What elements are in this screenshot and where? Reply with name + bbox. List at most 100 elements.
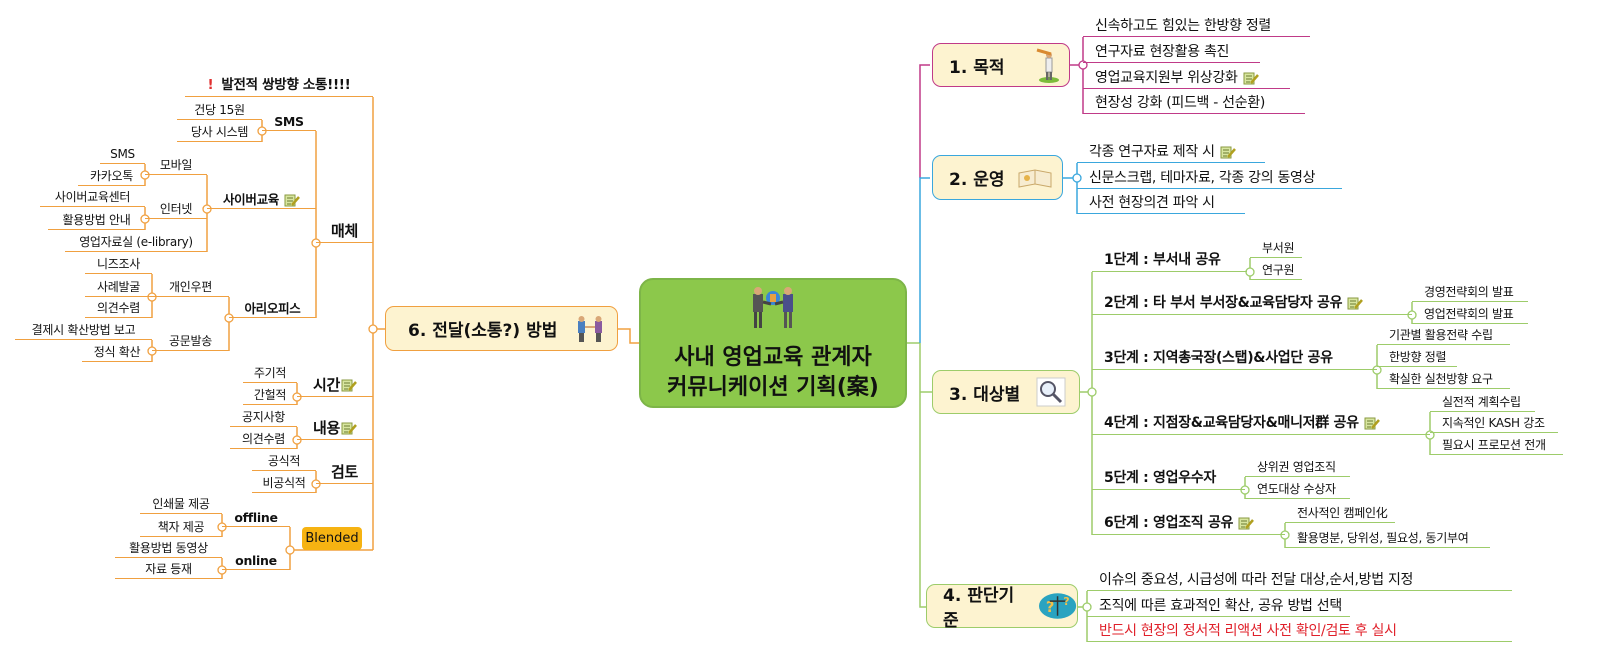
criteria-item[interactable]: 이슈의 중요성, 시급성에 따라 전달 대상,순서,방법 지정 [1087,570,1512,591]
online-item[interactable]: 활용방법 동영상 [115,540,222,558]
stage-6-label: 6단계 : 영업조직 공유 [1104,515,1234,531]
magnifier-icon [1036,377,1066,407]
note-label: 발전적 쌍방향 소통!!!! [221,77,351,93]
media-branch[interactable]: 매체 [316,221,373,243]
mail-item[interactable]: 니즈조사 [85,256,152,274]
central-topic[interactable]: 사내 영업교육 관계자 커뮤니케이션 기획(案) [639,278,907,408]
stage-item[interactable]: 부서원 [1250,240,1302,258]
svg-text:?: ? [1046,599,1055,616]
topic-operation[interactable]: 2. 운영 [932,155,1063,200]
cyber-education-branch[interactable]: 사이버교육 [207,191,316,209]
exclamation-icon: ! [207,77,214,93]
note-icon [1220,146,1236,158]
central-title-line1: 사내 영업교육 관계자 [674,345,872,370]
criteria-item-warning[interactable]: 반드시 현장의 정서적 리액션 사전 확인/검토 후 실시 [1087,621,1512,642]
stage-1[interactable]: 1단계 : 부서내 공유 [1092,250,1247,272]
purpose-item[interactable]: 현장성 강화 (피드백 - 선순환) [1083,93,1305,114]
topic-delivery-method-label: 6. 전달(소통?) 방법 [408,321,558,341]
stage-4-label: 4단계 : 지점장&교육담당자&매니저群 공유 [1104,415,1359,431]
topic-delivery-method[interactable]: 6. 전달(소통?) 방법 [385,306,618,351]
review-branch[interactable]: 검토 [316,462,373,484]
operation-item[interactable]: 사전 현장의견 파악 시 [1077,193,1245,214]
offline-branch[interactable]: offline [222,509,290,527]
topic-operation-label: 2. 운영 [949,170,1005,190]
mail-item[interactable]: 사례발굴 [85,279,152,297]
offline-item[interactable]: 책자 제공 [140,519,222,537]
purpose-item[interactable]: 연구자료 현장활용 촉진 [1083,42,1260,63]
review-item[interactable]: 비공식적 [252,475,316,493]
mobile-item[interactable]: 카카오톡 [78,168,145,186]
stage-5[interactable]: 5단계 : 영업우수자 [1092,468,1245,490]
mobile-item[interactable]: SMS [100,146,145,164]
note-icon [1364,417,1380,429]
stage-item[interactable]: 상위권 영업조직 [1245,459,1350,477]
stage-item[interactable]: 활용명분, 당위성, 필요성, 동기부여 [1285,530,1490,548]
telescope-person-icon [1036,48,1059,83]
time-item[interactable]: 간헐적 [243,387,297,405]
cyber-education-label: 사이버교육 [222,192,279,207]
stage-item[interactable]: 연도대상 수상자 [1245,481,1350,499]
mail-item[interactable]: 의견수렴 [85,300,152,318]
topic-target[interactable]: 3. 대상별 [932,370,1080,414]
stage-item[interactable]: 지속적인 KASH 강조 [1430,415,1558,433]
stage-item[interactable]: 연구원 [1250,262,1302,280]
stage-item[interactable]: 확실한 실천방향 요구 [1377,371,1510,389]
online-item[interactable]: 자료 등재 [115,561,222,579]
stage-item[interactable]: 영업전략회의 발표 [1412,306,1528,324]
internet-item[interactable]: 사이버교육센터 [40,189,145,207]
doc-item[interactable]: 결제시 확산방법 보고 [15,322,152,340]
internet-branch[interactable]: 인터넷 [145,201,207,219]
review-item[interactable]: 공식적 [252,453,316,471]
official-doc-branch[interactable]: 공문발송 [152,333,229,351]
content-branch[interactable]: 내용 [297,418,373,440]
stage-4[interactable]: 4단계 : 지점장&교육담당자&매니저群 공유 [1092,413,1430,435]
blended-branch[interactable]: Blended [302,527,362,550]
stage-item[interactable]: 기관별 활용전략 수립 [1377,327,1510,345]
sms-item[interactable]: 당사 시스템 [177,124,262,142]
note-icon [284,194,300,207]
handshake-icon [578,315,603,342]
operation-item[interactable]: 신문스크랩, 테마자료, 각종 강의 동영상 [1077,168,1342,189]
topic-purpose[interactable]: 1. 목적 [932,43,1070,87]
doc-item[interactable]: 정식 확산 [82,344,152,362]
content-item[interactable]: 의견수렴 [230,431,297,449]
note-icon [1238,517,1255,529]
book-icon [1018,168,1051,188]
topic-criteria[interactable]: 4. 판단기준 ?? [926,584,1078,631]
time-branch[interactable]: 시간 [297,375,373,397]
criteria-item[interactable]: 조직에 따른 효과적인 확산, 공유 방법 선택 [1087,596,1350,617]
ario-office-branch[interactable]: 아리오피스 [229,300,316,318]
time-item[interactable]: 주기적 [243,365,297,383]
topic-target-label: 3. 대상별 [949,384,1021,405]
stage-item[interactable]: 경영전략회의 발표 [1412,284,1528,302]
stage-3[interactable]: 3단계 : 지역총국장(스탭)&사업단 공유 [1092,348,1377,370]
content-label: 내용 [312,419,340,437]
operation-item[interactable]: 각종 연구자료 제작 시 [1077,142,1265,163]
online-branch[interactable]: online [222,552,290,570]
personal-mail-branch[interactable]: 개인우편 [152,279,229,297]
internet-item[interactable]: 활용방법 안내 [48,212,145,230]
content-item[interactable]: 공지사항 [230,409,297,427]
purpose-item[interactable]: 영업교육지원부 위상강화 [1083,68,1290,89]
stage-item[interactable]: 전사적인 캠페인化 [1285,505,1395,523]
note-icon [341,422,357,435]
purpose-item[interactable]: 신속하고도 힘있는 한방향 정렬 [1083,16,1310,37]
note-two-way-communication[interactable]: ! 발전적 쌍방향 소통!!!! [185,75,373,97]
stage-item[interactable]: 한방향 정렬 [1377,349,1457,367]
offline-item[interactable]: 인쇄물 제공 [140,496,222,514]
note-icon [1243,72,1259,84]
stage-item[interactable]: 실전적 계획수립 [1430,394,1535,412]
note-icon [341,379,357,392]
stage-item[interactable]: 필요시 프로모션 전개 [1430,437,1563,455]
purpose-item-label: 영업교육지원부 위상강화 [1095,70,1238,86]
svg-text:?: ? [1063,595,1069,608]
central-title-line2: 커뮤니케이션 기획(案) [667,375,879,400]
time-label: 시간 [312,376,340,394]
stage-2[interactable]: 2단계 : 타 부서 부서장&교육담당자 공유 [1092,293,1412,315]
mobile-branch[interactable]: 모바일 [145,157,207,175]
sms-item[interactable]: 건당 15원 [177,102,262,120]
stage-6[interactable]: 6단계 : 영업조직 공유 [1092,513,1285,535]
sms-branch[interactable]: SMS [262,113,316,131]
e-library-item[interactable]: 영업자료실 (e-library) [65,234,207,252]
